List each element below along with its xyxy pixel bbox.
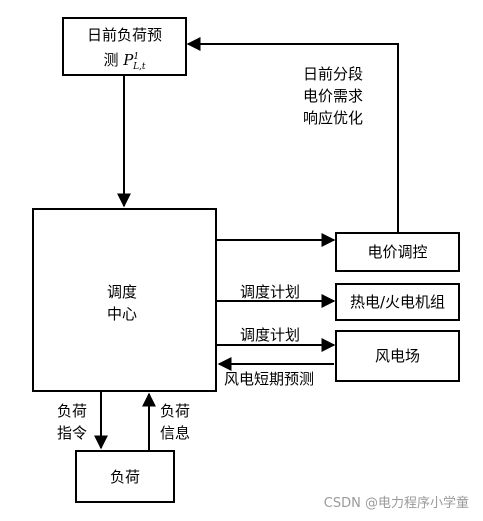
wind-farm-box: 风电场 bbox=[335, 330, 460, 382]
forecast-label-line2: 测 P1L,t bbox=[64, 47, 185, 77]
price-control-label: 电价调控 bbox=[367, 243, 428, 261]
load-label: 负荷 bbox=[109, 468, 140, 486]
schedule-plan-label-thermal: 调度计划 bbox=[240, 283, 301, 301]
wind-farm-label: 风电场 bbox=[374, 347, 420, 365]
dispatch-center-label-line2: 中心 bbox=[107, 305, 138, 323]
load-box: 负荷 bbox=[75, 450, 175, 503]
load-info-label-line2: 信息 bbox=[160, 424, 191, 442]
dr-optimization-label-line1: 日前分段 bbox=[303, 65, 364, 83]
load-command-label-line2: 指令 bbox=[57, 424, 88, 442]
dispatch-center-label-line1: 调度 bbox=[107, 283, 138, 301]
price-control-box: 电价调控 bbox=[335, 232, 460, 272]
dispatch-center-box: 调度 中心 bbox=[32, 208, 217, 392]
arrow-price-to-forecast bbox=[186, 37, 399, 232]
schedule-plan-label-wind: 调度计划 bbox=[240, 326, 301, 344]
load-info-label-line1: 负荷 bbox=[160, 402, 191, 420]
forecast-symbol: P1L,t bbox=[123, 51, 146, 72]
wind-short-term-forecast-label: 风电短期预测 bbox=[224, 370, 315, 388]
thermal-units-label: 热电/火电机组 bbox=[349, 293, 446, 311]
load-command-label-line1: 负荷 bbox=[57, 402, 88, 420]
forecast-label-prefix: 测 bbox=[103, 51, 119, 69]
day-ahead-load-forecast-box: 日前负荷预 测 P1L,t bbox=[62, 17, 187, 76]
dr-optimization-label-line2: 电价需求 bbox=[303, 87, 364, 105]
watermark: CSDN @电力程序小学童 bbox=[323, 496, 469, 511]
dr-optimization-label-line3: 响应优化 bbox=[303, 109, 364, 127]
forecast-label-line1: 日前负荷预 bbox=[86, 26, 162, 44]
thermal-units-box: 热电/火电机组 bbox=[335, 283, 460, 321]
